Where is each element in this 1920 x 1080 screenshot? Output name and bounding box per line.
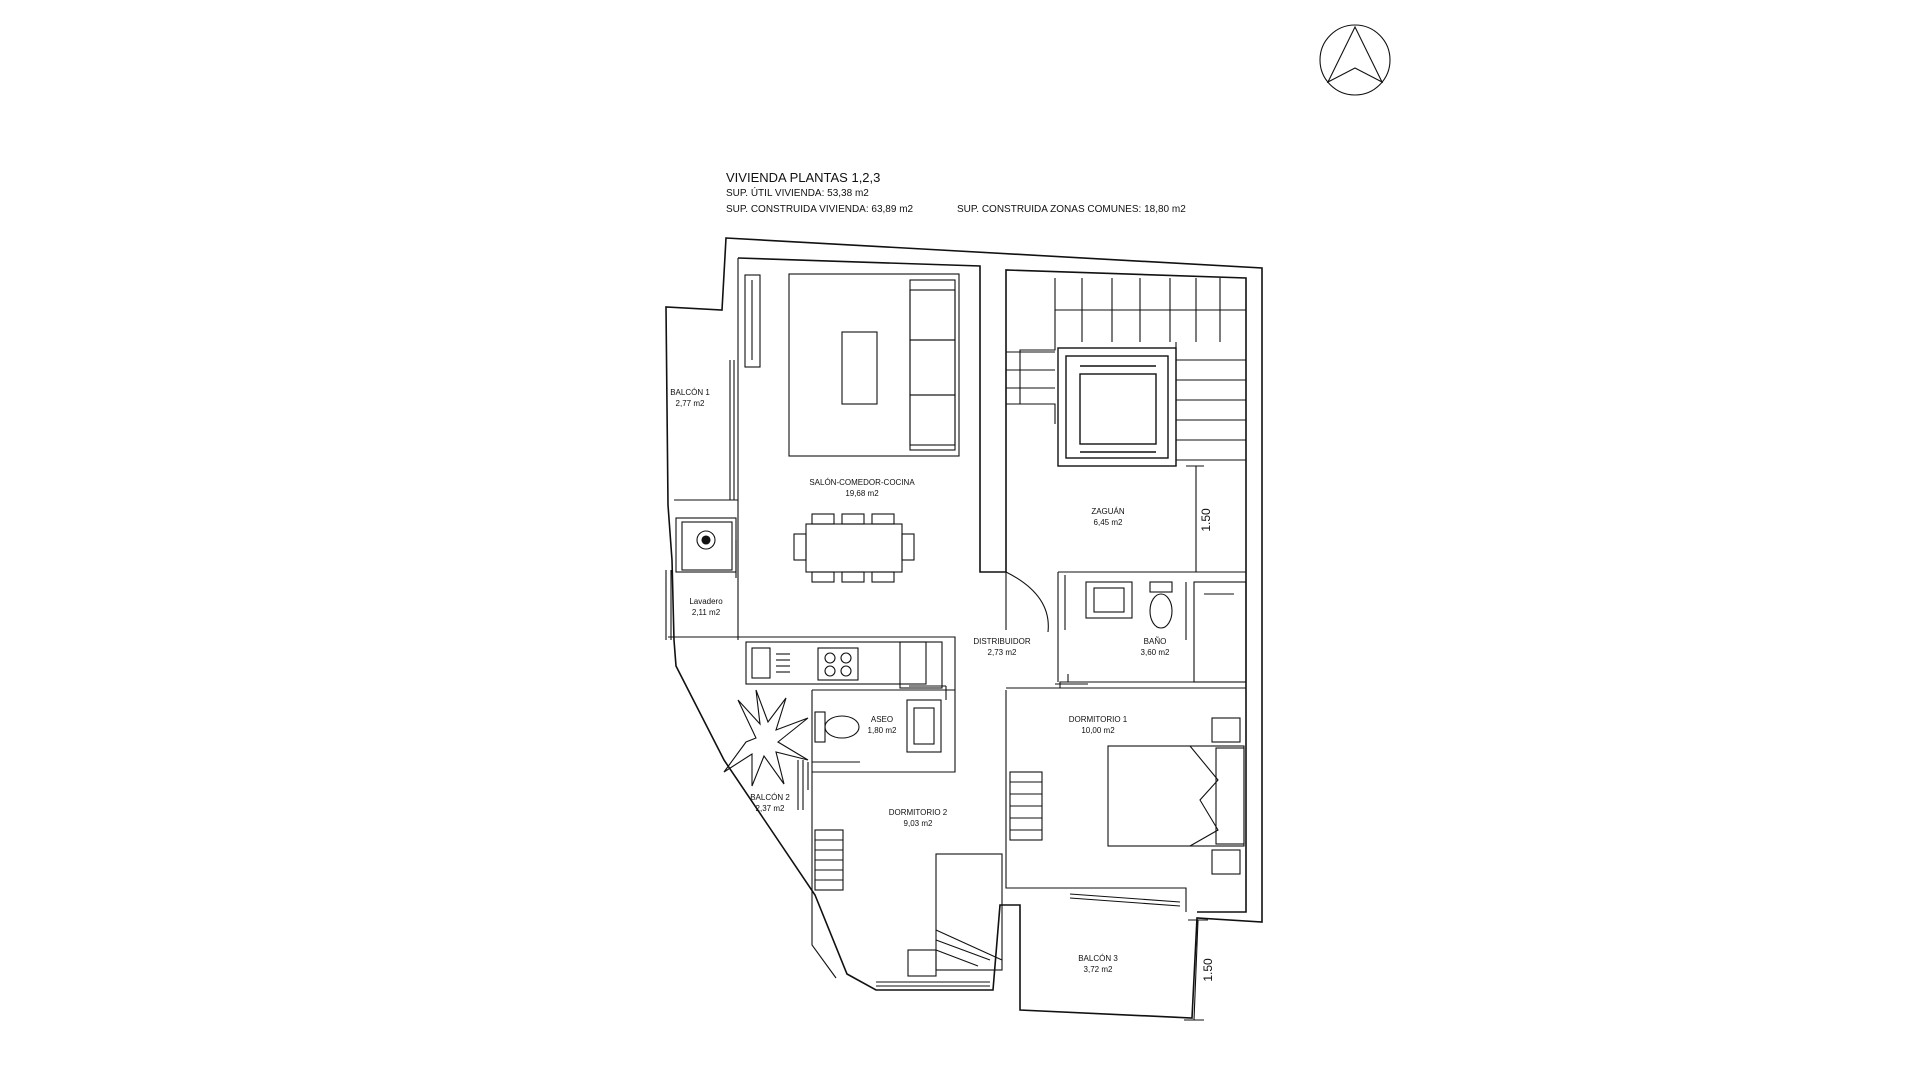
- dimension-zaguan: [1186, 465, 1204, 573]
- room-name-balcon2: BALCÓN 2: [750, 793, 790, 802]
- room-area-balcon3: 3,72 m2: [1084, 965, 1113, 974]
- elevator-icon: [1057, 347, 1177, 467]
- wardrobe-unit: [744, 274, 761, 368]
- washing-machine-icon: [675, 517, 737, 573]
- aseo-fixtures: [814, 699, 942, 753]
- room-area-dormitorio2: 9,03 m2: [904, 819, 933, 828]
- surface-util: SUP. ÚTIL VIVIENDA: 53,38 m2: [726, 188, 869, 199]
- cooktop-icon: [817, 647, 859, 681]
- surface-zonas-comunes: SUP. CONSTRUIDA ZONAS COMUNES: 18,80 m2: [957, 204, 1186, 215]
- room-name-lavadero: Lavadero: [689, 597, 723, 606]
- outer-walls: [665, 237, 1263, 1019]
- wardrobe-dormitorio2: [814, 829, 844, 891]
- toilet-icon: [814, 711, 860, 743]
- dining-table: [793, 513, 915, 583]
- north-arrow-icon: [1319, 24, 1391, 96]
- dimension-label-zaguan: 1.50: [1199, 508, 1213, 532]
- dimension-balcon3: [1184, 919, 1208, 1021]
- room-name-balcon3: BALCÓN 3: [1078, 954, 1118, 963]
- living-room-furniture: [788, 273, 960, 457]
- kitchen-counter: [745, 641, 943, 689]
- room-name-bano: BAÑO: [1144, 637, 1167, 646]
- toilet-icon: [1149, 581, 1173, 629]
- room-name-dormitorio1: DORMITORIO 1: [1069, 715, 1128, 724]
- room-name-balcon1: BALCÓN 1: [670, 388, 710, 397]
- room-area-distribuidor: 2,73 m2: [988, 648, 1017, 657]
- bed-icon: [907, 853, 1003, 977]
- room-area-zaguan: 6,45 m2: [1094, 518, 1123, 527]
- sink-icon: [751, 647, 790, 679]
- windows: [665, 360, 1181, 987]
- bathroom-fixtures: [1085, 581, 1247, 683]
- room-area-salon: 19,68 m2: [845, 489, 879, 498]
- room-name-dormitorio2: DORMITORIO 2: [889, 808, 948, 817]
- room-name-zaguan: ZAGUÁN: [1091, 507, 1125, 516]
- sink-icon: [906, 699, 942, 753]
- interior-walls: [668, 258, 1246, 979]
- room-area-lavadero: 2,11 m2: [692, 608, 721, 617]
- room-name-salon: SALÓN-COMEDOR-COCINA: [809, 478, 915, 487]
- room-area-bano: 3,60 m2: [1141, 648, 1170, 657]
- staircase: [1006, 278, 1246, 466]
- room-name-aseo: ASEO: [871, 715, 893, 724]
- room-area-dormitorio1: 10,00 m2: [1081, 726, 1115, 735]
- room-labels: BALCÓN 1 2,77 m2 SALÓN-COMEDOR-COCINA 19…: [670, 388, 1215, 982]
- sofa-icon: [909, 279, 956, 451]
- dimension-label-balcon3: 1.50: [1201, 958, 1215, 982]
- wardrobe-dormitorio1: [1009, 771, 1043, 841]
- plan-title: VIVIENDA PLANTAS 1,2,3: [726, 170, 881, 185]
- surface-construida: SUP. CONSTRUIDA VIVIENDA: 63,89 m2: [726, 204, 914, 215]
- room-name-distribuidor: DISTRIBUIDOR: [973, 637, 1031, 646]
- room-area-balcon2: 2,37 m2: [756, 804, 785, 813]
- bed-icon: [1107, 717, 1245, 875]
- room-area-aseo: 1,80 m2: [868, 726, 897, 735]
- room-area-balcon1: 2,77 m2: [676, 399, 705, 408]
- plant-icon: [723, 689, 809, 787]
